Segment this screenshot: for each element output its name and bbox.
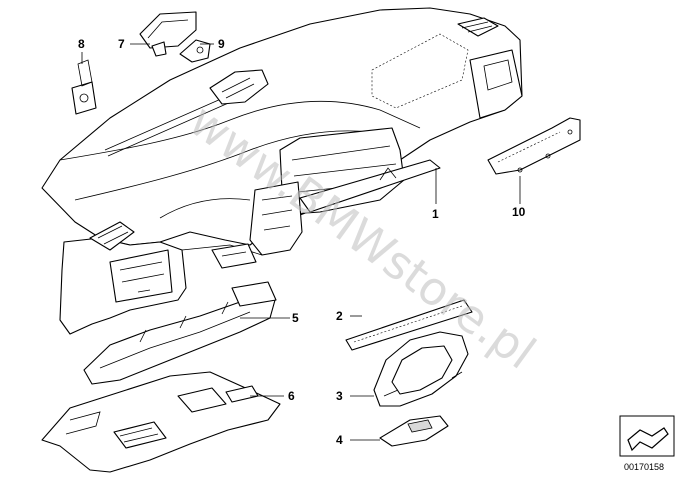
callout-6: 6 <box>288 389 295 403</box>
callout-2: 2 <box>336 309 343 323</box>
part-4-bracket <box>379 415 449 447</box>
callout-3: 3 <box>336 389 343 403</box>
part-10-panel <box>487 117 581 175</box>
callout-9: 9 <box>218 37 225 51</box>
part-3-surround <box>373 331 469 407</box>
callout-4: 4 <box>336 433 343 447</box>
callout-7: 7 <box>118 37 125 51</box>
part-8-bracket <box>71 59 97 115</box>
callout-1: 1 <box>432 207 439 221</box>
part-9-clip <box>179 39 211 63</box>
part-2-strip <box>345 299 473 351</box>
lower-trim-strip <box>83 243 277 385</box>
reference-box: 00170158 <box>619 415 675 472</box>
callout-10: 10 <box>512 205 526 219</box>
reference-number: 00170158 <box>624 462 664 472</box>
dashboard-panel <box>41 7 523 335</box>
arrow-icon <box>627 427 669 452</box>
callout-8: 8 <box>78 37 85 51</box>
callout-5: 5 <box>292 311 299 325</box>
part-7-cover <box>139 11 197 57</box>
leader-lines <box>81 43 521 441</box>
underbody-panel <box>41 371 281 473</box>
